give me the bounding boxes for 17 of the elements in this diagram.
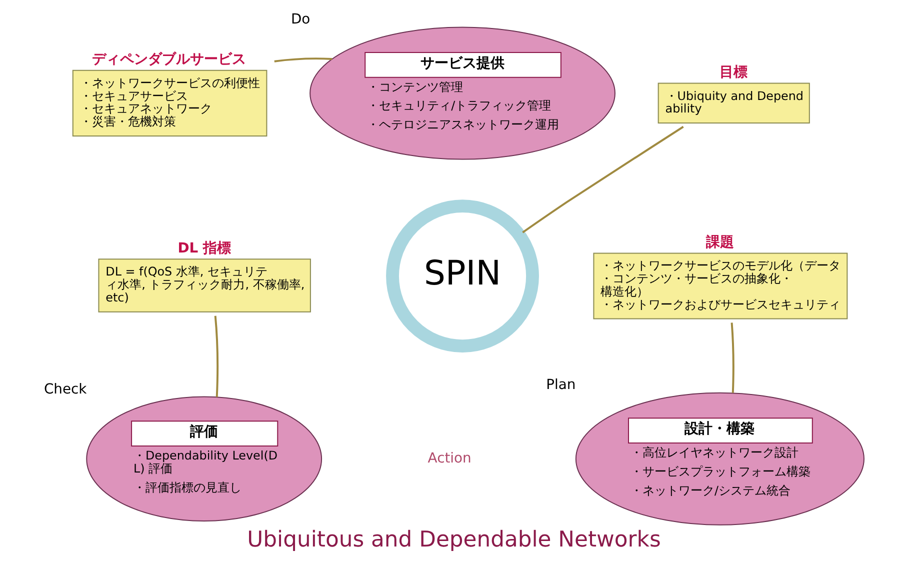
node-label: 目標 <box>718 64 747 81</box>
node-ellipse: 設計・構築 ・高位レイヤネットワーク設計 ・サービスプラットフォーム構築 ・ネットワーク/システム統合 <box>574 392 864 526</box>
caption: Ubiquitous and Dependable Networks <box>246 527 660 552</box>
node-label: Check <box>43 381 86 398</box>
node-label: Do <box>290 11 310 28</box>
node-ellipse: サービス提供 ・コンテンツ管理 ・セキュリティ/トラフィック管理 ・ヘテロジニアスネットワーク運用 <box>309 26 615 160</box>
node-circle: SPIN <box>386 200 538 353</box>
connector <box>522 126 684 234</box>
label: Action <box>427 450 471 467</box>
connector <box>730 322 734 393</box>
connector <box>214 316 218 398</box>
node-ellipse: 評価 ・Dependability Level(DL) 評価 ・評価指標の見直し <box>86 396 322 522</box>
node-label: Plan <box>546 377 576 394</box>
connector <box>274 58 332 62</box>
node-label: ディペンダブルサービス <box>91 52 246 68</box>
node-label: DL 指標 <box>177 240 230 256</box>
node-label: 課題 <box>706 234 734 250</box>
